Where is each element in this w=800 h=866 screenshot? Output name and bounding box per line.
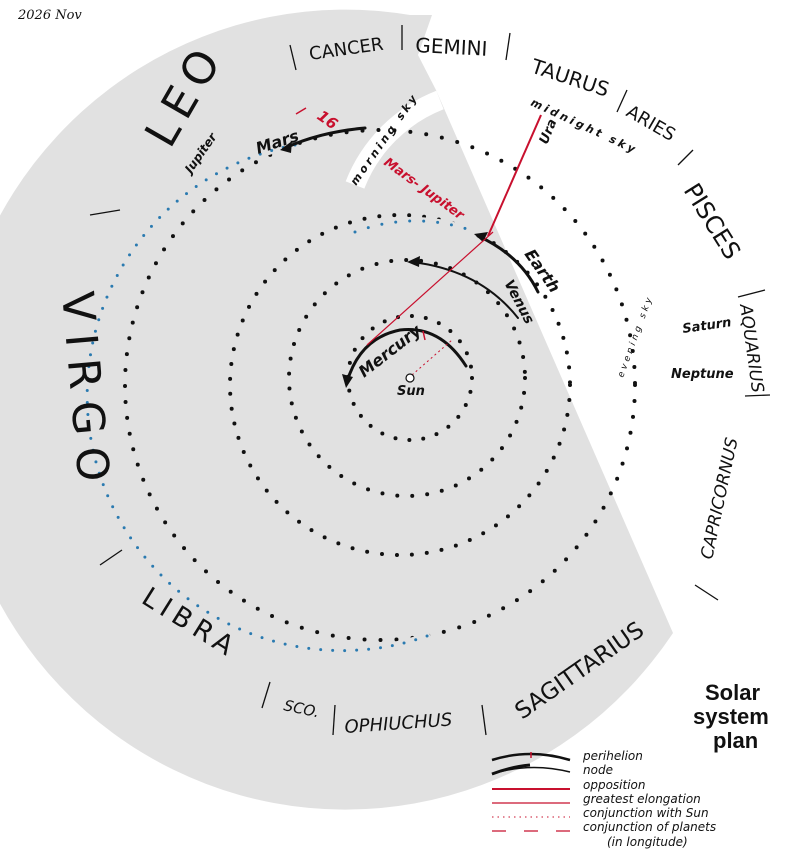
legend-opposition: opposition [583, 778, 646, 792]
mercury-elongation-line [366, 231, 494, 346]
zodiac-dividers [89, 25, 771, 736]
earth-motion-arc [476, 234, 540, 294]
mars-orbit [123, 128, 637, 642]
mars-jupiter-conjunction-mark [295, 107, 307, 115]
date-label: 2026 Nov [18, 8, 82, 23]
venus-arrow-icon [407, 256, 420, 267]
zodiac-aries: ARIES [623, 101, 679, 146]
earth-orbit [228, 213, 572, 557]
zodiac-taurus: TAURUS [528, 54, 613, 102]
venus-orbit [287, 258, 527, 498]
legend-in-longitude: (in longitude) [607, 835, 688, 849]
uranus-opposition-line [487, 114, 542, 237]
legend-greatest-elongation: greatest elongation [583, 792, 701, 806]
mercury-arrow-icon [342, 374, 353, 388]
title-line-1: Solar [705, 680, 760, 705]
zodiac-pisces: PISCES [678, 178, 746, 264]
legend-conjunction-sun: conjunction with Sun [583, 806, 709, 820]
saturn-label: Saturn [681, 315, 732, 337]
legend-node: node [583, 763, 613, 777]
zodiac-aquarius: AQUARIUS [735, 302, 767, 394]
sun-label: Sun [397, 384, 425, 399]
zodiac-capricornus: CAPRICORNUS [697, 436, 742, 561]
neptune-label: Neptune [671, 367, 734, 382]
zodiac-gemini: GEMINI [415, 33, 488, 61]
legend-conjunction-planets: conjunction of planets [583, 820, 716, 834]
uranus-label: Ura [537, 117, 561, 146]
title-line-2: system [693, 704, 769, 729]
morning-sky-band [345, 90, 444, 189]
sun-icon [405, 373, 415, 383]
legend: perihelion node opposition greatest elon… [491, 749, 716, 849]
mercury-perihelion-tick [422, 330, 426, 341]
mars-arrow-icon [280, 141, 292, 153]
mercury-sun-conjunction-line [411, 339, 453, 376]
legend-perihelion: perihelion [582, 749, 643, 763]
mars-motion-arc [283, 126, 367, 150]
mercury-motion-arc [345, 327, 468, 384]
venus-motion-arc [411, 261, 519, 319]
title-line-3: plan [713, 728, 758, 753]
mars-orbit-morning-dots [85, 143, 432, 653]
earth-arrow-icon [474, 232, 488, 242]
